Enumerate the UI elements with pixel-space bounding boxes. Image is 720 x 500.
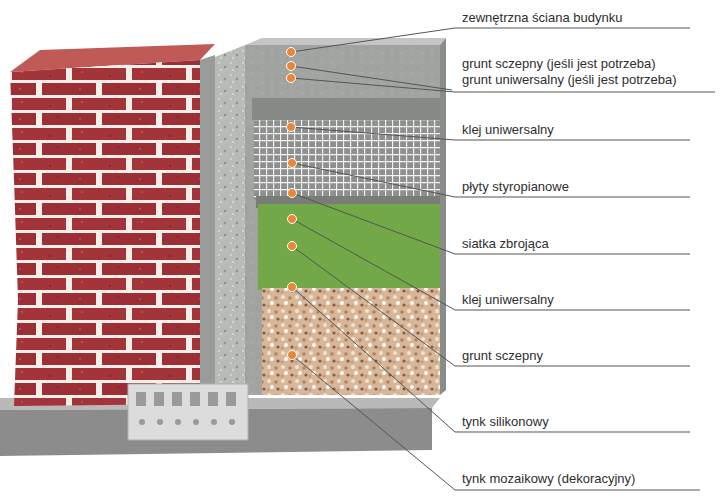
brick-wall xyxy=(10,60,200,406)
callout-dot xyxy=(287,62,296,71)
leader-line xyxy=(292,193,690,254)
layer-label: płyty styropianowe xyxy=(462,179,569,195)
starter-profile xyxy=(128,384,248,440)
layer-label: grunt uniwersalny (jeśli jest potrzeba) xyxy=(462,72,677,88)
profile-holes xyxy=(136,392,236,425)
mosaic-plaster xyxy=(262,288,440,395)
callout-dot xyxy=(287,48,296,57)
callout-dot xyxy=(288,242,297,251)
leader-line xyxy=(292,287,690,432)
eps-edge xyxy=(215,45,245,400)
callout-dot xyxy=(287,74,296,83)
adhesive-layer xyxy=(252,98,440,120)
leader-line xyxy=(292,163,690,197)
layer-label: tynk silikonowy xyxy=(462,414,549,430)
layer-label: tynk mozaikowy (dekoracyjny) xyxy=(462,471,635,487)
profile-hole xyxy=(193,419,199,425)
profile-hole xyxy=(139,419,145,425)
profile-hole xyxy=(211,419,217,425)
profile-hole xyxy=(175,419,181,425)
eps-board xyxy=(245,45,440,395)
callout-dot xyxy=(288,215,297,224)
primer-coat xyxy=(258,204,440,290)
callout-dots xyxy=(287,48,297,360)
callout-dot xyxy=(288,351,297,360)
profile-hole xyxy=(157,419,163,425)
primer-layer xyxy=(200,55,215,404)
layer-label: klej uniwersalny xyxy=(462,122,554,138)
profile-hole xyxy=(226,392,236,406)
callout-dot xyxy=(287,123,296,132)
profile-hole xyxy=(190,392,200,406)
layer-label: zewnętrzna ściana budynku xyxy=(462,10,622,26)
callout-dot xyxy=(288,189,297,198)
profile-hole xyxy=(208,392,218,406)
profile-hole xyxy=(136,392,146,406)
leader-line xyxy=(292,246,690,366)
layer-label: klej uniwersalny xyxy=(462,292,554,308)
callout-dot xyxy=(288,283,297,292)
callout-dot xyxy=(288,159,297,168)
leader-line xyxy=(291,28,690,52)
leader-line xyxy=(292,219,690,310)
leader-line xyxy=(292,355,700,490)
layer-label: siatka zbrojąca xyxy=(462,236,549,252)
leader-line xyxy=(291,66,452,90)
leader-lines xyxy=(291,28,715,490)
layer-label: grunt sczepny xyxy=(462,348,543,364)
profile-hole xyxy=(154,392,164,406)
layer-label: grunt sczepny (jeśli jest potrzeba) xyxy=(462,56,656,72)
profile-hole xyxy=(172,392,182,406)
profile-hole xyxy=(229,419,235,425)
